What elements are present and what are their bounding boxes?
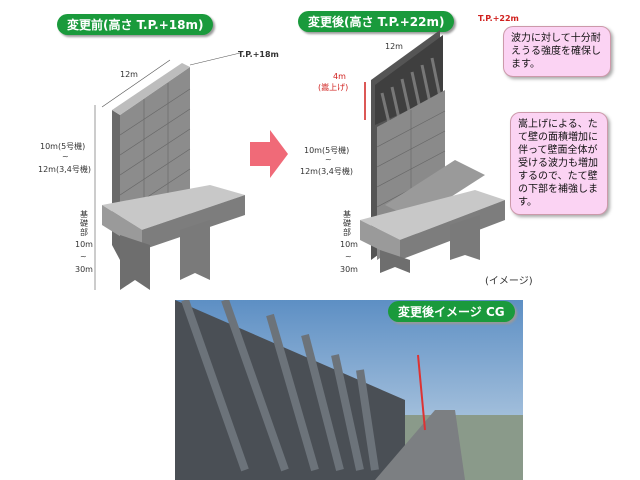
cg-image — [175, 300, 523, 480]
after-raise-2: (嵩上げ) — [318, 83, 349, 92]
before-height-1: 10m(5号機) — [40, 142, 86, 151]
before-height-2: 12m(3,4号機) — [38, 165, 91, 174]
after-title: 変更後(高さ T.P.+22m) — [298, 11, 455, 32]
after-wall-diagram — [360, 30, 505, 273]
image-note: (イメージ) — [485, 276, 533, 287]
before-title: 変更前(高さ T.P.+18m) — [57, 14, 214, 35]
after-raise-1: 4m — [333, 72, 346, 81]
before-wall-diagram — [94, 52, 245, 290]
after-height-2: 12m(3,4号機) — [300, 167, 353, 176]
cg-title: 変更後イメージ CG — [388, 301, 515, 322]
before-height-sep: ~ — [62, 152, 69, 161]
after-base-2: 30m — [340, 265, 358, 274]
before-base-1: 10m — [75, 240, 93, 249]
after-height-1: 10m(5号機) — [304, 146, 350, 155]
before-base-sep: ~ — [80, 252, 87, 261]
before-base-label: 基礎部 — [80, 210, 88, 237]
after-top-label: T.P.+22m — [478, 14, 519, 23]
arrow-icon — [250, 130, 288, 178]
after-width-label: 12m — [385, 42, 403, 51]
before-base-2: 30m — [75, 265, 93, 274]
before-width-label: 12m — [120, 70, 138, 79]
callout-reinforce: 嵩上げによる、たて壁の面積増加に伴って壁面全体が受ける波力も増加するので、たて壁… — [510, 112, 608, 215]
before-top-label: T.P.+18m — [238, 50, 279, 59]
after-height-sep: ~ — [325, 155, 332, 164]
after-base-sep: ~ — [345, 252, 352, 261]
after-base-label: 基礎部 — [343, 210, 351, 237]
callout-strength: 波力に対して十分耐えうる強度を確保します。 — [503, 26, 611, 77]
after-base-1: 10m — [340, 240, 358, 249]
